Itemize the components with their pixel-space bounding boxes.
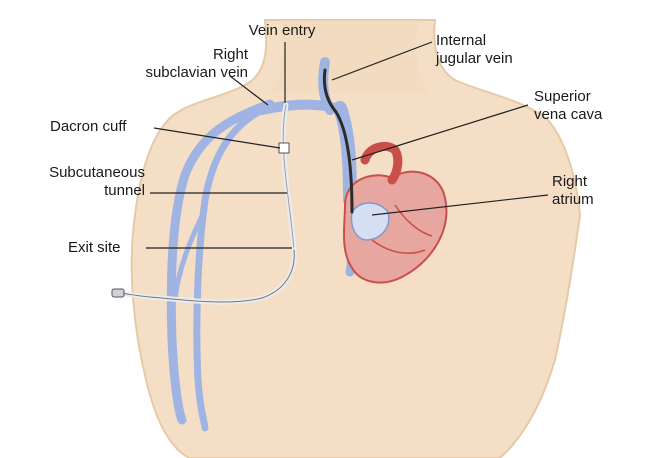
arm-vein-inner	[193, 106, 266, 432]
label-right-subclavian-vein: Right subclavian vein	[145, 46, 248, 81]
label-internal-jugular-vein: Internal jugular vein	[436, 32, 513, 67]
heart-atrium	[350, 202, 390, 241]
heart-body	[342, 170, 448, 284]
catheter-external-outline	[119, 249, 295, 303]
heart-ventricle-detail	[371, 204, 433, 254]
leader-internal-jugular	[331, 41, 433, 81]
leader-subclavian	[229, 75, 269, 106]
catheter-line	[322, 68, 354, 214]
catheter-tunnel-outline	[282, 104, 295, 251]
heart-aorta	[360, 141, 403, 185]
dacron-cuff-marker	[278, 142, 290, 154]
label-exit-site: Exit site	[68, 239, 121, 256]
label-superior-vena-cava: Superior vena cava	[534, 88, 603, 123]
arm-vein-outer	[166, 99, 275, 425]
arm-vein-branch	[172, 207, 208, 303]
leader-right-atrium	[371, 194, 549, 216]
label-subcutaneous-tunnel: Subcutaneous tunnel	[49, 164, 145, 199]
leader-lines	[146, 41, 549, 249]
label-dacron-cuff: Dacron cuff	[50, 118, 127, 135]
leader-superior-vena-cava	[351, 104, 529, 161]
catheter-connector	[111, 288, 125, 298]
internal-jugular-vein	[318, 57, 335, 115]
leader-dacron-cuff	[153, 127, 281, 149]
label-vein-entry: Vein entry	[248, 22, 316, 39]
label-right-atrium: Right atrium	[552, 173, 594, 208]
neck-shading	[270, 20, 430, 92]
